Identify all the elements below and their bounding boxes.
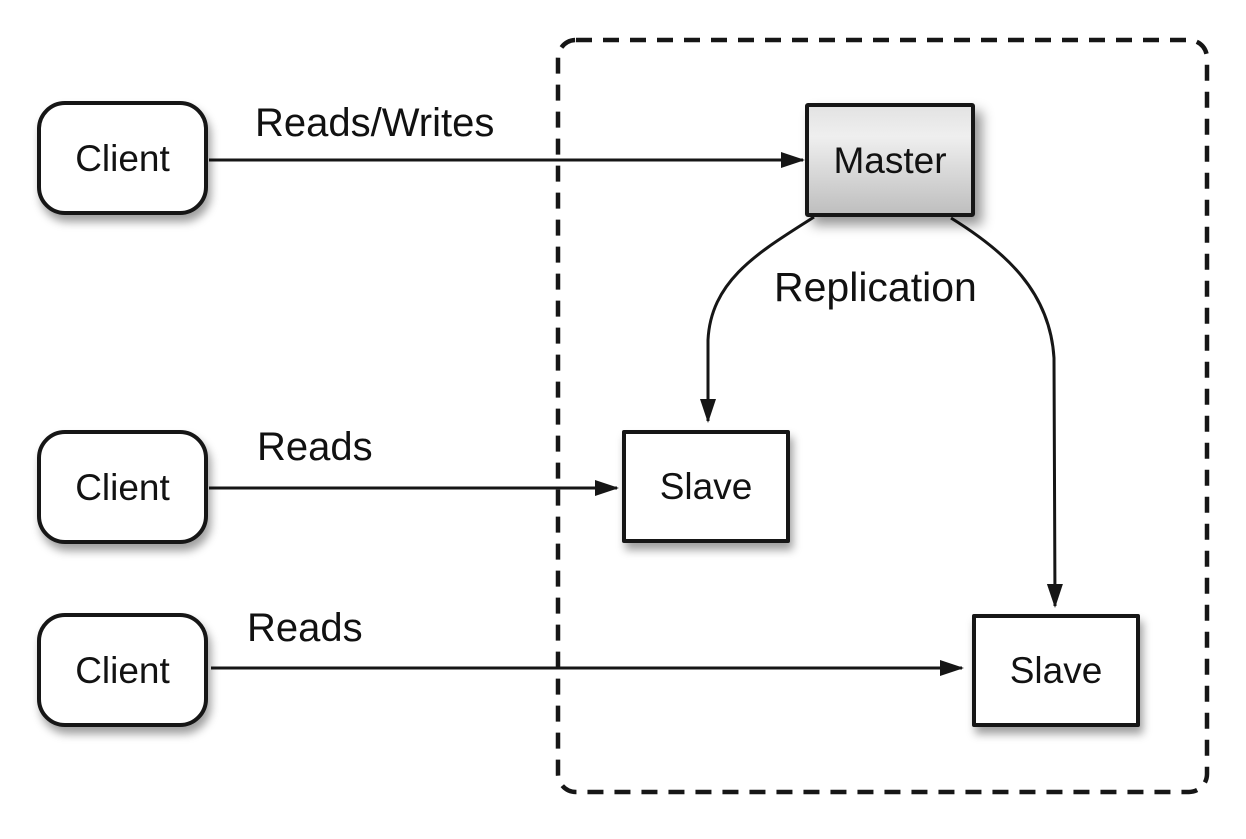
client-node-2-label: Client bbox=[75, 466, 170, 508]
dashed-boundary-box bbox=[555, 37, 1210, 795]
arrow-master-to-slave2 bbox=[950, 216, 1063, 608]
arrow-master-to-slave1 bbox=[700, 215, 815, 423]
edge-label-replication: Replication bbox=[774, 264, 977, 310]
edge-label-reads-writes: Reads/Writes bbox=[255, 101, 495, 145]
client-node-2: Client bbox=[37, 430, 208, 544]
edge-label-reads-middle: Reads bbox=[257, 425, 373, 469]
client-node-3: Client bbox=[37, 613, 208, 727]
master-node-label: Master bbox=[833, 139, 947, 181]
master-node: Master bbox=[805, 103, 975, 217]
client-node-1: Client bbox=[37, 101, 208, 215]
slave-node-1-label: Slave bbox=[659, 466, 753, 507]
slave-node-1: Slave bbox=[622, 430, 790, 543]
slave-node-2: Slave bbox=[972, 614, 1140, 727]
client-node-3-label: Client bbox=[75, 649, 170, 691]
client-node-1-label: Client bbox=[75, 137, 170, 179]
edge-label-reads-bottom: Reads bbox=[247, 606, 363, 650]
slave-node-2-label: Slave bbox=[1009, 650, 1103, 691]
